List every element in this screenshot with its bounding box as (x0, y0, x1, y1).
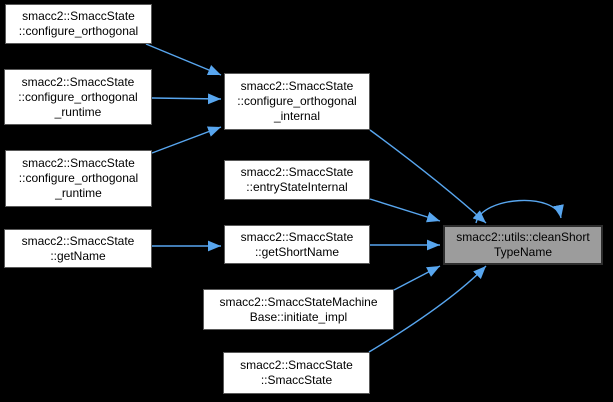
node-getshortname[interactable]: smacc2::SmaccState ::getShortName (224, 225, 370, 264)
node-configure-orthogonal-runtime-2[interactable]: smacc2::SmaccState ::configure_orthogona… (5, 150, 152, 207)
edge-initiateimpl-to-cleanshorttypename (393, 265, 441, 291)
edge-internal-to-cleanshorttypename (369, 129, 487, 224)
node-configure-orthogonal-internal[interactable]: smacc2::SmaccState ::configure_orthogona… (224, 73, 370, 130)
node-getname[interactable]: smacc2::SmaccState ::getName (4, 229, 152, 268)
node-initiate-impl[interactable]: smacc2::SmaccStateMachine Base::initiate… (203, 289, 394, 330)
node-smaccstate-constructor[interactable]: smacc2::SmaccState ::SmaccState (223, 352, 370, 394)
node-entrystateinternal[interactable]: smacc2::SmaccState ::entryStateInternal (224, 160, 370, 200)
edge-runtime1-to-internal (151, 93, 222, 105)
edge-entrystateinternal-to-cleanshorttypename (369, 198, 441, 223)
edge-cleanshorttypename-self-loop (475, 199, 564, 224)
edge-configure-orthogonal-to-internal (145, 43, 222, 76)
node-cleanshorttypename-current: smacc2::utils::cleanShort TypeName (443, 225, 603, 265)
edge-smaccstate-to-cleanshorttypename (368, 265, 487, 353)
node-configure-orthogonal[interactable]: smacc2::SmaccState ::configure_orthogona… (5, 4, 152, 44)
edge-runtime2-to-internal (151, 126, 222, 154)
node-configure-orthogonal-runtime[interactable]: smacc2::SmaccState ::configure_orthogona… (4, 69, 152, 125)
